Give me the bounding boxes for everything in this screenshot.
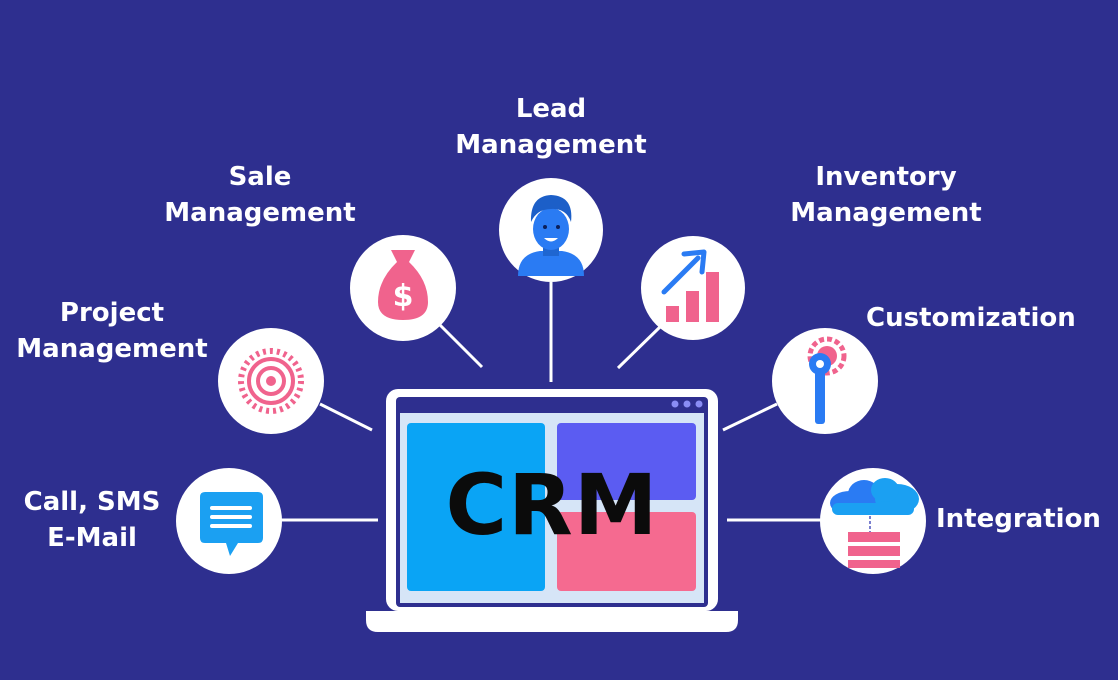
label-sale-management: Sale Management — [160, 159, 360, 231]
gear-icon — [238, 348, 304, 414]
connector-inventory — [616, 324, 663, 370]
crm-title: CRM — [445, 456, 659, 554]
connector-project — [319, 402, 373, 432]
label-project-management: Project Management — [12, 295, 212, 367]
label-line: Project — [59, 298, 165, 328]
label-integration: Integration — [936, 501, 1101, 537]
label-line: Customization — [866, 303, 1076, 333]
label-line: Inventory — [815, 162, 957, 192]
label-line: Management — [790, 198, 982, 228]
label-communication: Call, SMS E-Mail — [20, 484, 164, 556]
window-dot — [695, 400, 703, 408]
chat-bubble-icon — [200, 492, 263, 556]
label-line: Integration — [936, 504, 1101, 534]
label-lead-management: Lead Management — [451, 91, 651, 163]
connector-sale — [437, 322, 484, 369]
laptop — [366, 389, 738, 632]
communication-node — [176, 468, 282, 574]
svg-text:$: $ — [393, 279, 414, 314]
screen-panel-left — [407, 423, 545, 591]
person-avatar-icon — [518, 195, 584, 276]
window-dot — [683, 400, 691, 408]
growth-chart-icon — [661, 249, 719, 322]
connector-lines — [280, 282, 822, 522]
lead-management-node — [499, 178, 603, 282]
integration-node — [820, 468, 926, 574]
label-customization: Customization — [866, 300, 1076, 336]
money-bag-icon: $ — [378, 250, 428, 320]
label-line: Lead — [515, 94, 587, 124]
label-line: Call, SMS — [23, 487, 161, 517]
screen-panel-top-right — [557, 423, 696, 500]
label-line: Management — [164, 198, 356, 228]
window-dot — [671, 400, 679, 408]
customization-node — [772, 328, 878, 434]
sale-management-node: $ — [350, 235, 456, 341]
cloud-database-icon — [830, 478, 919, 568]
label-line: Management — [16, 334, 208, 364]
label-line: Management — [455, 130, 647, 160]
inventory-management-node — [641, 236, 745, 340]
screen-panel-bottom-right — [557, 512, 696, 591]
label-line: Sale — [228, 162, 292, 192]
laptop-base — [366, 611, 738, 632]
connector-customization — [722, 402, 778, 432]
label-inventory-management: Inventory Management — [786, 159, 986, 231]
project-management-node — [218, 328, 324, 434]
wrench-gear-icon — [807, 336, 847, 424]
label-line: E-Mail — [47, 523, 137, 553]
